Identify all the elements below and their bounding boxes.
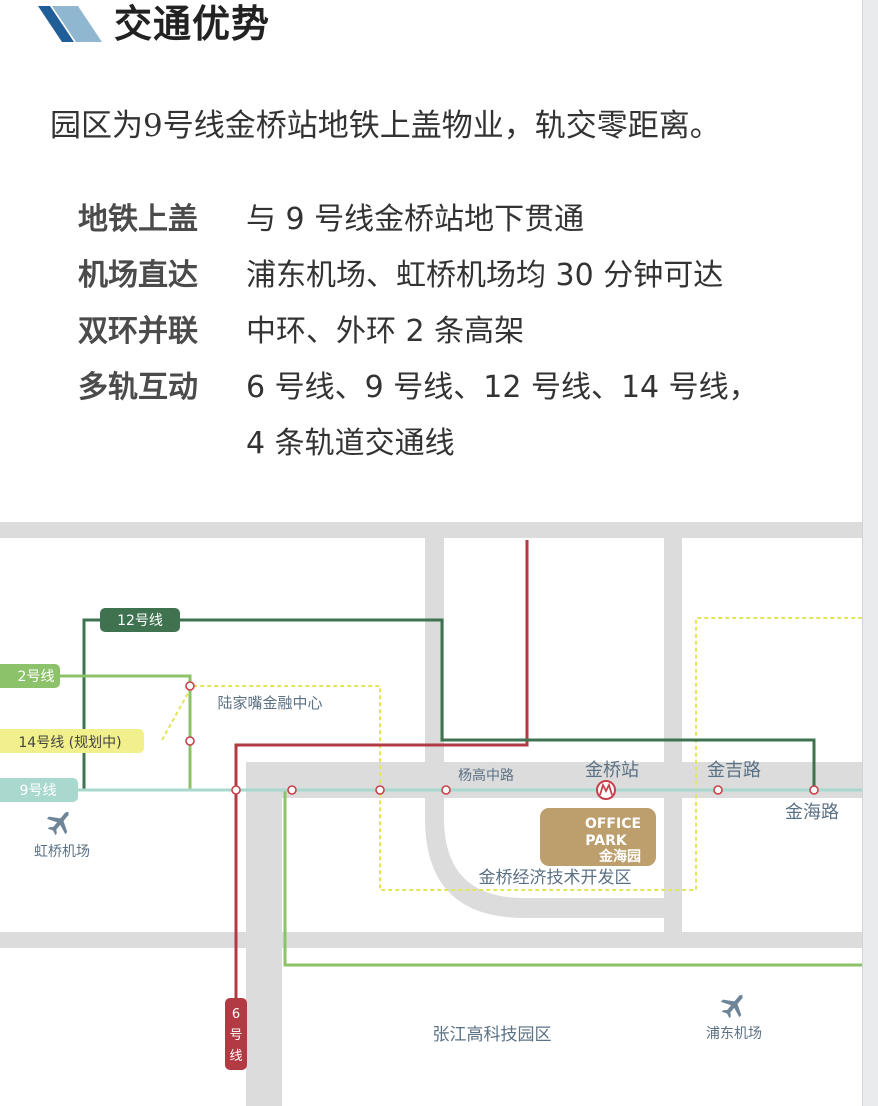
station-label-jinqiao: 金桥站 — [585, 760, 639, 781]
feature-label: 机场直达 — [78, 258, 198, 293]
station-marker — [231, 785, 241, 795]
section-header: 交通优势 — [38, 0, 270, 48]
feature-value: 中环、外环 2 条高架 — [246, 314, 525, 349]
transit-map: 12号线 2号线 14号线 (规划中) 9号线 6 号 线 — [0, 522, 862, 1106]
stripe-icon — [38, 6, 102, 42]
metro-icon — [596, 780, 616, 800]
line-label-12: 12号线 — [100, 608, 180, 632]
feature-row-rail: 多轨互动 6 号线、9 号线、12 号线、14 号线， — [78, 360, 759, 416]
airplane-icon — [720, 995, 743, 1019]
station-marker — [185, 736, 195, 746]
road — [0, 932, 862, 948]
feature-value: 6 号线、9 号线、12 号线、14 号线， — [246, 370, 759, 405]
intro-text: 园区为9号线金桥站地铁上盖物业，轨交零距离。 — [50, 108, 721, 144]
line-label-9: 9号线 — [0, 778, 78, 802]
svg-text:金海园: 金海园 — [598, 848, 641, 865]
feature-row-rail-cont: 4 条轨道交通线 — [78, 416, 455, 472]
line-label-text: 线 — [229, 1049, 242, 1064]
area-label-zhangjiang: 张江高科技园区 — [433, 1025, 552, 1045]
station-marker — [375, 785, 385, 795]
feature-label: 双环并联 — [78, 314, 198, 349]
scrollbar[interactable] — [862, 0, 878, 1106]
station-marker — [441, 785, 451, 795]
airport-label-hongqiao: 虹桥机场 — [34, 844, 90, 860]
page-title: 交通优势 — [114, 2, 271, 46]
station-label-jinji: 金吉路 — [707, 760, 761, 781]
line-2 — [60, 674, 862, 967]
airplane-icon — [46, 812, 69, 836]
svg-text:PARK: PARK — [585, 833, 628, 849]
line-label-2: 2号线 — [0, 664, 60, 688]
line-6 — [234, 540, 529, 1000]
line-label-text: 14号线 (规划中) — [18, 735, 121, 751]
office-park-logo: OFFICE PARK 金海园 — [540, 808, 656, 866]
station-markers — [185, 681, 819, 795]
feature-value: 4 条轨道交通线 — [246, 426, 455, 461]
feature-label: 多轨互动 — [78, 370, 198, 405]
area-label-jinqiao: 金桥经济技术开发区 — [479, 868, 632, 888]
feature-row-ring-roads: 双环并联 中环、外环 2 条高架 — [78, 304, 524, 360]
station-label-yanggao: 杨高中路 — [458, 767, 514, 784]
airport-label-pudong: 浦东机场 — [706, 1026, 762, 1042]
road — [246, 762, 862, 798]
road — [664, 538, 682, 934]
road — [0, 522, 862, 538]
roads — [0, 522, 862, 1106]
line-label-text: 12号线 — [117, 613, 163, 629]
line-label-6: 6 号 线 — [225, 998, 247, 1070]
line-label-14: 14号线 (规划中) — [0, 729, 144, 753]
station-marker — [287, 785, 297, 795]
line-label-text: 号 — [229, 1028, 242, 1043]
line-label-text: 6 — [232, 1007, 240, 1022]
station-marker — [809, 785, 819, 795]
feature-label: 地铁上盖 — [78, 202, 198, 237]
svg-text:OFFICE: OFFICE — [585, 816, 641, 832]
station-marker — [185, 681, 195, 691]
line-label-text: 9号线 — [20, 783, 57, 799]
feature-row-metro: 地铁上盖 与 9 号线金桥站地下贯通 — [78, 192, 584, 248]
feature-row-airport: 机场直达 浦东机场、虹桥机场均 30 分钟可达 — [78, 248, 723, 304]
feature-value: 浦东机场、虹桥机场均 30 分钟可达 — [246, 258, 724, 293]
line-label-text: 2号线 — [18, 669, 55, 685]
road — [425, 538, 672, 918]
feature-value: 与 9 号线金桥站地下贯通 — [246, 202, 585, 237]
station-marker — [713, 785, 723, 795]
road — [246, 762, 282, 1106]
station-label-lujiazui: 陆家嘴金融中心 — [217, 694, 322, 712]
station-label-jinhai: 金海路 — [785, 802, 839, 823]
